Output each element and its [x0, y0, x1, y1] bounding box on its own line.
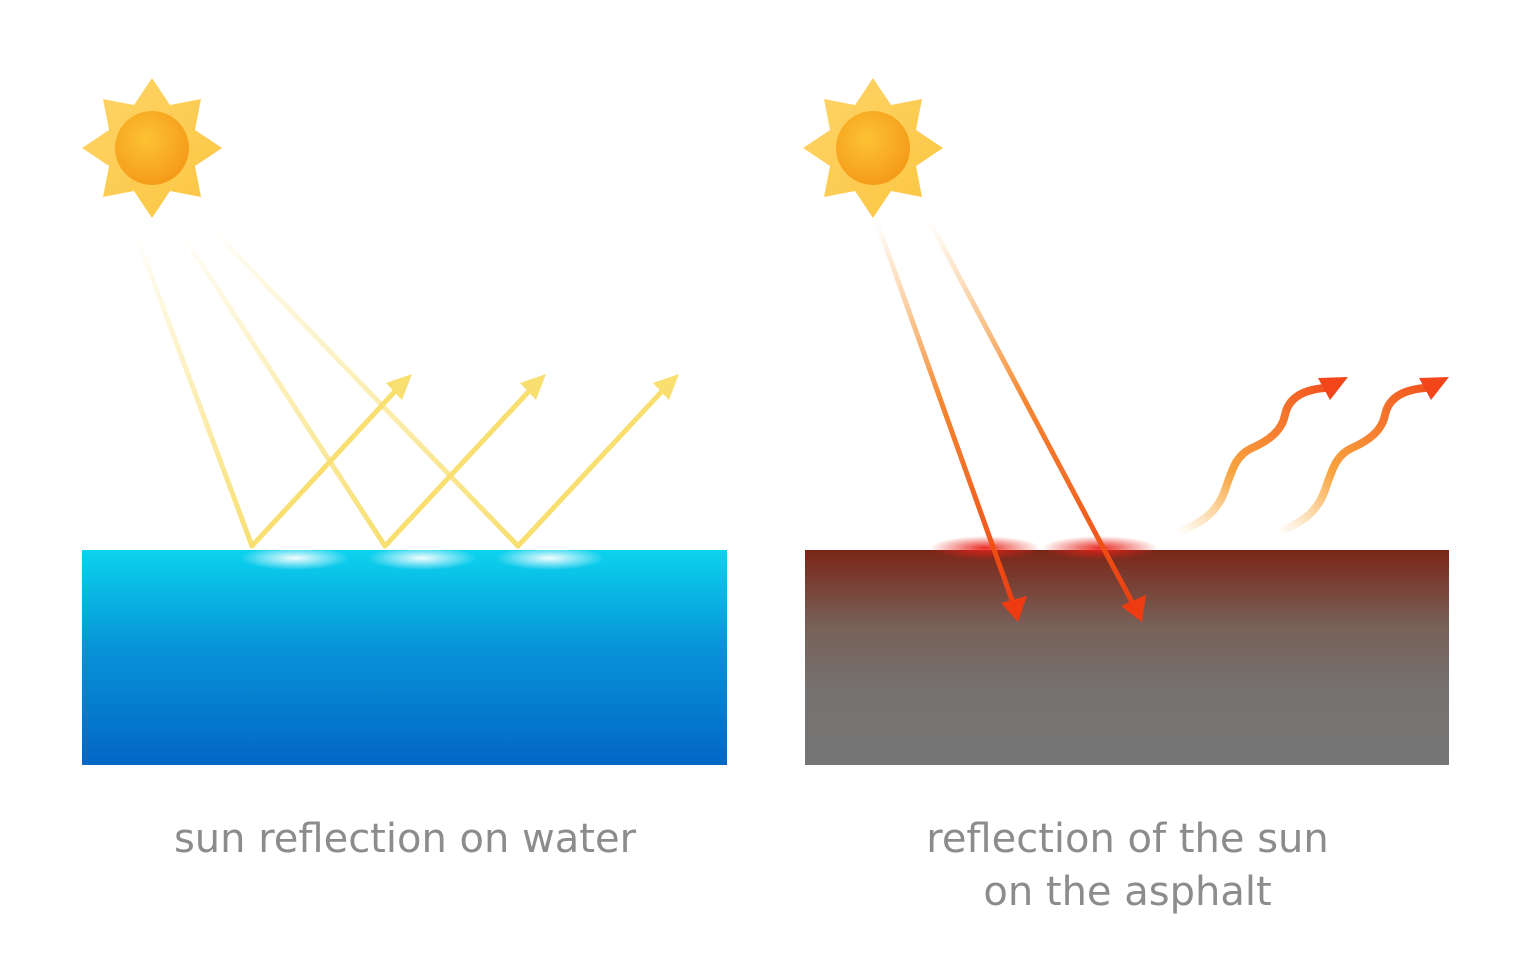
asphalt-caption-line-2: on the asphalt: [983, 869, 1272, 915]
sun-icon: [803, 78, 943, 218]
incoming-ray: [132, 219, 521, 549]
glint-highlights: [240, 546, 605, 570]
water-caption-line: sun reflection on water: [173, 816, 637, 862]
hotspots: [930, 536, 1158, 560]
water-surface: [82, 550, 727, 765]
reflected-ray-arrow: [249, 374, 679, 549]
absorbed-ray-arrow: [874, 219, 1135, 605]
heat-wave-arrow: [1174, 384, 1429, 536]
asphalt-caption: reflection of the sun on the asphalt: [805, 813, 1450, 919]
water-caption: sun reflection on water: [80, 813, 730, 866]
asphalt-caption-line-1: reflection of the sun: [926, 816, 1329, 862]
sun-icon: [82, 78, 222, 218]
asphalt-surface: [805, 550, 1449, 765]
water-panel: [82, 78, 727, 765]
absorbed-ray-arrowheads: [1001, 595, 1146, 622]
heat-wave-arrowheads: [1318, 377, 1449, 400]
asphalt-panel: [803, 78, 1449, 765]
